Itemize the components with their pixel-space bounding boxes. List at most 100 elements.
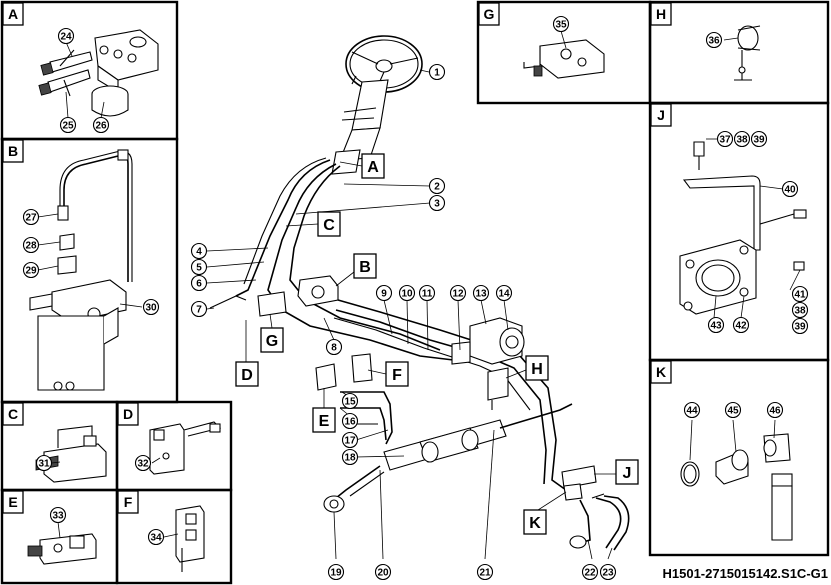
callout-e-text: E (319, 413, 330, 430)
part-bubble-41 (791, 285, 809, 303)
part-bubble-35 (552, 15, 570, 33)
part-bubble-16 (341, 412, 359, 430)
part-bubble-26 (92, 116, 110, 134)
part-number-12: 12 (452, 289, 464, 300)
part-number-15: 15 (344, 397, 356, 408)
panel-tag-e-text: E (8, 494, 17, 510)
part-bubble-1 (428, 63, 446, 81)
part-bubble-19 (327, 563, 345, 581)
part-bubble-25 (59, 116, 77, 134)
part-number-7: 7 (196, 305, 202, 316)
panel-d-bracket-drawing (149, 421, 222, 475)
panel-tag-b-text: B (8, 143, 18, 159)
panel-letter-tags: A B C D E F G H J K (2, 2, 672, 514)
part-number-44: 44 (686, 406, 698, 417)
part-bubble-42 (732, 316, 750, 334)
part-number-23: 23 (602, 568, 614, 579)
panel-tag-j-text: J (657, 107, 665, 123)
panel-tag-f-text: F (124, 494, 133, 510)
part-number-41: 41 (794, 290, 806, 301)
callout-f: F (367, 361, 409, 387)
panel-tag-g: G (478, 2, 500, 26)
part-number-42: 42 (735, 321, 747, 332)
callout-f-text: F (392, 367, 402, 384)
part-bubble-45 (724, 401, 742, 419)
part-number-19: 19 (330, 568, 342, 579)
panel-tag-g-text: G (484, 6, 495, 22)
part-number-21: 21 (479, 568, 491, 579)
part-bubble-37 (716, 130, 734, 148)
part-number-10: 10 (401, 289, 413, 300)
part-number-2: 2 (434, 182, 440, 193)
panel-j-filter-mount-drawing (679, 141, 807, 315)
part-number-26: 26 (95, 121, 107, 132)
callout-g-text: G (266, 333, 278, 350)
part-bubble-31 (35, 454, 53, 472)
callout-a: A (339, 153, 385, 179)
callout-h: H (505, 355, 549, 381)
part-number-22: 22 (584, 568, 596, 579)
part-bubble-14 (495, 284, 513, 302)
panel-g-bracket-drawing (523, 39, 605, 79)
part-number-37: 37 (719, 135, 731, 146)
part-bubble-23 (599, 563, 617, 581)
callout-e: E (312, 388, 336, 433)
panel-tag-k: K (650, 360, 672, 384)
callout-d: D (235, 320, 259, 387)
callout-g: G (260, 313, 284, 353)
callout-c: C (285, 211, 341, 237)
part-number-14: 14 (498, 289, 510, 300)
panel-a-steering-unit-drawing (38, 29, 159, 117)
part-number-34: 34 (150, 533, 162, 544)
part-bubble-33 (49, 506, 67, 524)
panel-e-fitting-drawing (27, 533, 97, 565)
panel-tag-c: C (2, 402, 24, 426)
callout-j: J (594, 459, 639, 485)
part-number-43: 43 (710, 321, 722, 332)
part-bubble-20 (374, 563, 392, 581)
callout-a-text: A (367, 159, 379, 176)
part-bubble-13 (472, 284, 490, 302)
part-bubble-7 (190, 300, 208, 318)
panel-j-label-39-left: 39 (753, 135, 765, 146)
part-bubble-3 (428, 194, 446, 212)
panel-j-label-39-right: 39 (794, 322, 806, 333)
part-number-31: 31 (38, 459, 50, 470)
callout-h-text: H (531, 361, 543, 378)
main-assembly-drawing (209, 35, 630, 551)
part-number-4: 4 (196, 247, 202, 258)
part-number-20: 20 (377, 568, 389, 579)
part-number-36: 36 (708, 36, 720, 47)
panel-c-bracket-drawing (35, 425, 107, 483)
part-bubble-18 (341, 448, 359, 466)
panel-tag-a: A (2, 2, 24, 26)
part-number-16: 16 (344, 417, 356, 428)
part-number-40: 40 (784, 185, 796, 196)
part-bubble-9 (375, 284, 393, 302)
part-bubble-11 (418, 284, 436, 302)
callout-j-text: J (623, 465, 632, 482)
panel-h-clamp-drawing (734, 25, 761, 81)
panel-tag-d: D (117, 402, 139, 426)
part-number-29: 29 (25, 266, 37, 277)
part-number-8: 8 (331, 343, 337, 354)
part-bubble-6 (190, 274, 208, 292)
part-number-25: 25 (62, 121, 74, 132)
part-number-33: 33 (52, 511, 64, 522)
panel-j-label-38-right: 38 (794, 306, 806, 317)
part-bubble-27 (22, 208, 40, 226)
callout-b: B (335, 253, 377, 287)
part-number-1: 1 (434, 68, 440, 79)
part-bubble-24 (57, 27, 75, 45)
part-bubble-44 (683, 401, 701, 419)
part-number-35: 35 (555, 20, 567, 31)
panel-f-clamp-drawing (175, 505, 205, 572)
panel-tag-h-text: H (656, 6, 666, 22)
drawing-code: H1501-2715015142.S1C-G1 (662, 566, 828, 581)
part-number-5: 5 (196, 263, 202, 274)
part-bubble-34 (147, 528, 165, 546)
part-number-28: 28 (25, 241, 37, 252)
part-number-11: 11 (422, 289, 433, 300)
